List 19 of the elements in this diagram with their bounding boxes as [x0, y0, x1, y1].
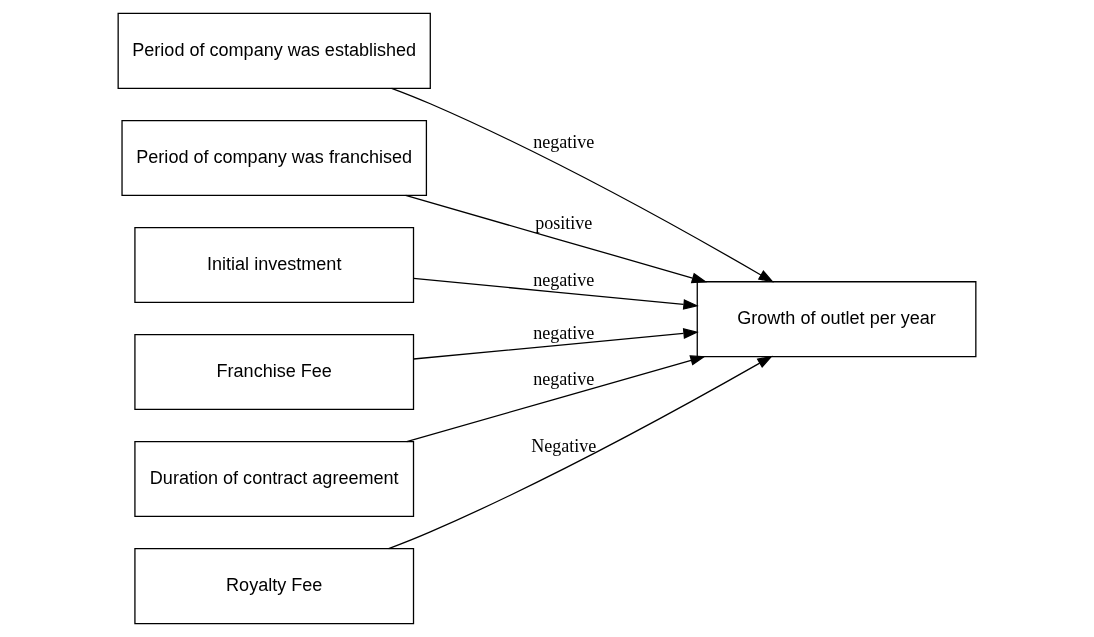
arrow	[388, 355, 773, 550]
node-box: Period of company was franchised	[121, 119, 428, 196]
node-box: Royalty Fee	[134, 548, 415, 625]
edge-label: negative	[533, 131, 595, 152]
node-box: Duration of contract agreement	[134, 441, 415, 518]
edge-label: Negative	[531, 436, 597, 457]
arrow	[412, 328, 699, 360]
node-box: Period of company was established	[117, 12, 431, 89]
edge-label: negative	[533, 369, 595, 390]
node-box: Initial investment	[134, 226, 415, 304]
edge-label: negative	[533, 269, 595, 290]
arrow	[405, 194, 708, 284]
arrow	[391, 87, 774, 283]
edge-label: negative	[533, 322, 595, 343]
arrow	[412, 277, 699, 310]
edge-label: positive	[535, 213, 593, 234]
node-box: Franchise Fee	[134, 333, 415, 411]
node-box: Growth of outlet per year	[696, 281, 977, 358]
arrow	[406, 355, 706, 443]
